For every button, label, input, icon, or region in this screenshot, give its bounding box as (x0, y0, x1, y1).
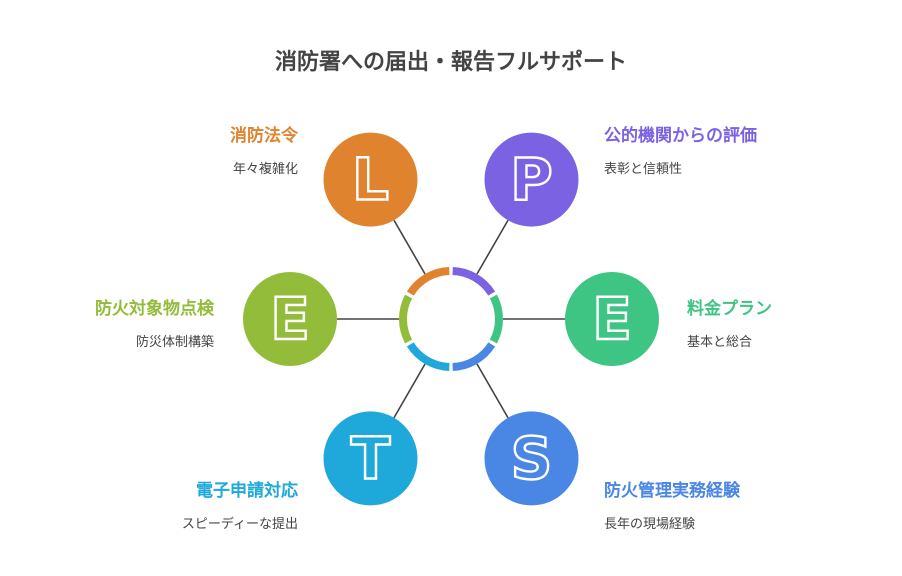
label-p: 公的機関からの評価 表彰と信頼性 (604, 121, 844, 177)
ring-segment (452, 342, 496, 371)
sub-p: 表彰と信頼性 (604, 162, 683, 177)
letter-circle (323, 411, 418, 506)
connector-line (476, 219, 509, 275)
letter-p: P (510, 146, 553, 214)
label-t: 電子申請対応 スピーディーな提出 (58, 476, 298, 532)
heading-p: 公的機関からの評価 (604, 126, 757, 146)
heading-e-right: 料金プラン (687, 299, 772, 319)
label-l: 消防法令 年々複雑化 (58, 121, 298, 177)
letter-t: T (351, 424, 391, 492)
letter-circle (484, 132, 579, 227)
letter-l: L (352, 146, 389, 214)
letter-e: E (270, 285, 310, 353)
connector-line (393, 219, 426, 275)
connector-line (393, 363, 426, 419)
connector-line (476, 363, 509, 419)
letter-circle (243, 272, 337, 366)
label-e-right: 料金プラン 基本と総合 (687, 294, 902, 350)
diagram-title: 消防署への届出・報告フルサポート (274, 50, 627, 75)
ring-segment (406, 267, 450, 296)
sub-e-left: 防災体制構築 (135, 335, 214, 350)
sub-e-right: 基本と総合 (687, 335, 753, 350)
ring-segment (452, 267, 496, 296)
letter-circle (565, 272, 659, 366)
heading-e-left: 防火対象物点検 (95, 299, 214, 319)
ring-segment (406, 342, 450, 371)
ring-segment (399, 294, 413, 344)
letter-circle (323, 132, 418, 227)
label-s: 防火管理実務経験 長年の現場経験 (604, 476, 844, 532)
letter-circle (484, 411, 579, 506)
heading-s: 防火管理実務経験 (604, 481, 740, 501)
sub-l: 年々複雑化 (232, 162, 298, 177)
sub-s: 長年の現場経験 (604, 517, 696, 532)
heading-t: 電子申請対応 (196, 481, 298, 501)
letter-s: S (511, 424, 553, 492)
sub-t: スピーディーな提出 (181, 517, 298, 532)
label-e-left: 防火対象物点検 防災体制構築 (0, 294, 214, 350)
heading-l: 消防法令 (230, 126, 298, 146)
letter-e: E (592, 285, 632, 353)
ring-segment (489, 294, 503, 344)
